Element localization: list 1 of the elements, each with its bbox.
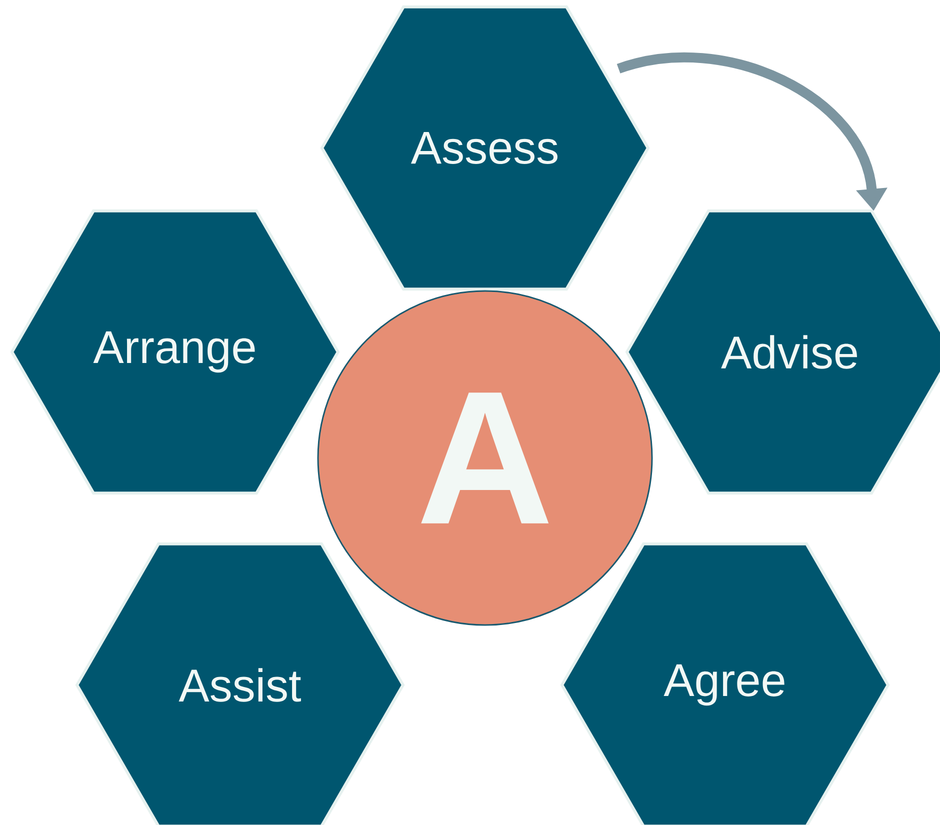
hexagon: Advise bbox=[625, 209, 940, 495]
